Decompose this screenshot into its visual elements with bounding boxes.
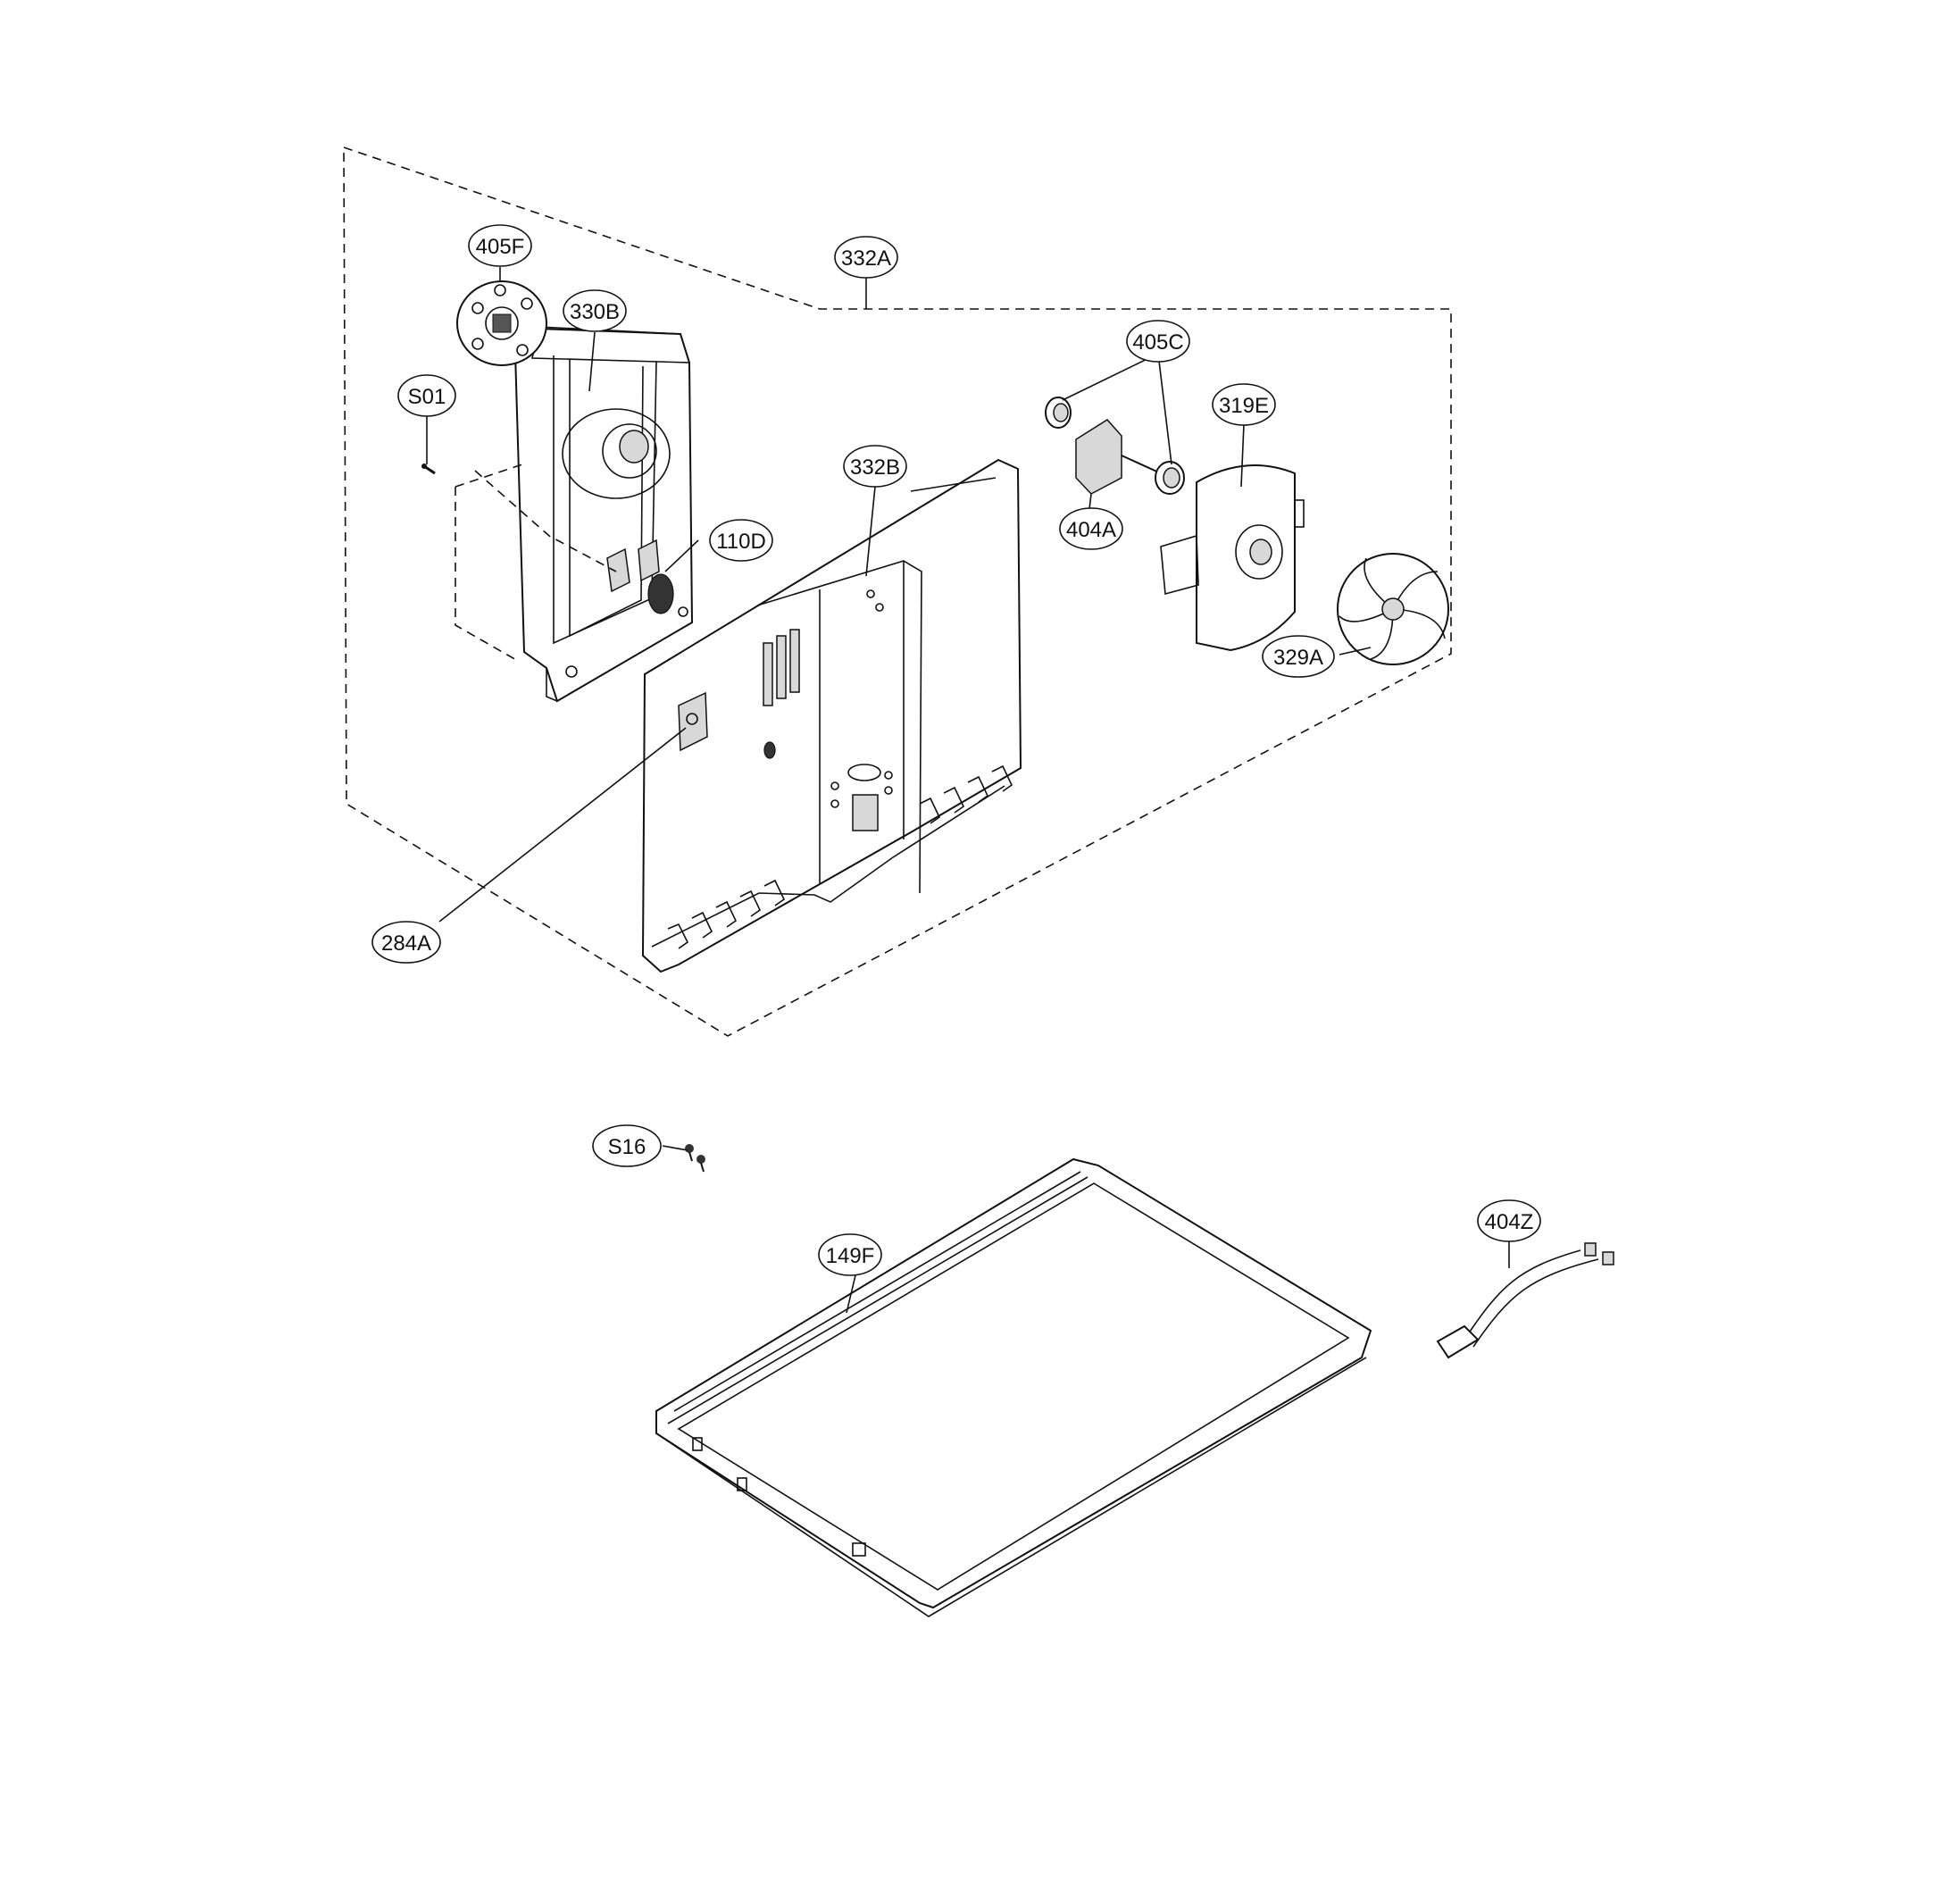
part-405c-right [1155,461,1185,495]
part-404a-motor [1075,419,1162,495]
svg-text:329A: 329A [1273,646,1323,670]
svg-text:404A: 404A [1066,518,1116,542]
assembly-dashed-boundary [343,146,1452,1037]
panel-vent-left [763,629,800,706]
callout-319e: 319E [1212,383,1276,426]
part-284a-switch [678,691,776,759]
part-332b-panel [641,458,1022,973]
part-405f-disc [456,280,547,366]
part-149f-shelf [655,1157,1372,1617]
svg-text:404Z: 404Z [1485,1210,1534,1234]
svg-text:332A: 332A [841,246,891,271]
callout-s16: S16 [592,1124,662,1167]
svg-text:319E: 319E [1219,394,1269,418]
svg-text:405F: 405F [476,235,525,259]
svg-text:405C: 405C [1132,330,1183,355]
svg-text:149F: 149F [826,1244,875,1268]
leader-lines [426,267,1510,1314]
panel-controls [830,589,893,831]
callout-s01: S01 [397,374,456,417]
panel-vent-bottom-left [667,879,786,949]
callout-330b: 330B [563,289,627,332]
screws-s16 [685,1144,705,1173]
callout-404a: 404A [1059,507,1123,550]
callout-329a: 329A [1262,635,1335,678]
s01-projection [474,470,617,572]
svg-text:332B: 332B [850,455,900,480]
svg-text:330B: 330B [570,300,620,324]
panel-vent-bottom-right [919,764,1013,824]
s01-box [455,487,519,662]
callout-149f: 149F [818,1233,882,1276]
svg-text:284A: 284A [381,931,431,956]
part-319e-housing [1160,464,1305,652]
callout-405f: 405F [468,224,532,267]
part-404z-harness [1436,1242,1614,1359]
callout-405c: 405C [1126,320,1190,363]
callout-404z: 404Z [1477,1199,1541,1242]
part-405c-left [1045,397,1072,429]
svg-text:S01: S01 [408,385,446,409]
callout-332b: 332B [843,445,907,488]
part-329a-fan [1337,553,1449,665]
callout-332a: 332A [834,236,898,279]
callout-110d: 110D [709,519,773,562]
svg-text:110D: 110D [716,530,766,554]
screw-s01 [421,464,436,475]
callout-284a: 284A [371,921,441,964]
svg-text:S16: S16 [608,1135,646,1159]
part-330b-bracket [491,325,694,703]
